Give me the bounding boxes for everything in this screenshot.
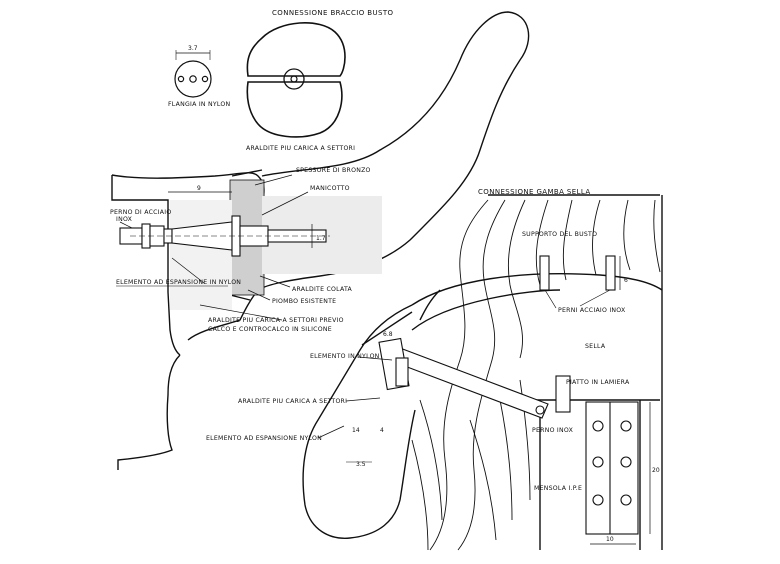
elemento-espansione-left-label: ELEMENTO AD ESPANSIONE IN NYLON [116,279,241,286]
connessione-braccio-title: CONNESSIONE BRACCIO BUSTO [272,9,394,17]
dim-1-7: 1.7 [316,235,326,242]
dimension-lines-left [168,191,313,248]
piatto-lamiera-label: PIATTO IN LAMIERA [566,379,630,386]
dim-9: 9 [197,185,201,192]
bust-supports [539,255,621,291]
saddle-contours [411,199,661,551]
leaders-left [119,174,309,321]
ipe-dimensions [590,402,651,545]
flangia-label: FLANGIA IN NYLON [168,101,231,108]
dim-20: 20 [652,467,660,474]
araldite-previo-label-2: CALCO E CONTROCALCO IN SILICONE [208,326,332,333]
leg-outline [302,194,663,550]
flangia-dim: 3.7 [188,45,198,52]
connessione-gamba-title: CONNESSIONE GAMBA SELLA [478,188,591,196]
dim-3-5: 3.5 [356,461,366,468]
manicotto-label: MANICOTTO [310,185,350,192]
steel-pin-assembly [119,215,330,257]
dim-6: 6 [624,277,628,284]
perni-acciaio-label: PERNI ACCIAIO INOX [558,307,626,314]
spessore-bronzo-label: SPESSORE DI BRONZO [296,167,371,174]
nylon-flange [174,50,212,98]
dim-10: 10 [606,536,614,543]
araldite-settori-top-label: ARALDITE PIU CARICA A SETTORI [246,145,355,152]
inox-pin-diagonal [378,337,571,419]
inox-label: INOX [116,216,133,223]
mensola-ipe-plate [585,401,639,535]
mensola-ipe-label: MENSOLA I.P.E [534,485,582,492]
dim-6-8: 6.8 [383,331,393,338]
dim-4: 4 [380,427,384,434]
arm-cross-section [246,22,346,138]
elemento-nylon-label: ELEMENTO IN NYLON [310,353,380,360]
araldite-settori-mid-label: ARALDITE PIU CARICA A SETTORI [238,398,347,405]
supporto-busto-label: SUPPORTO DEL BUSTO [522,231,597,238]
dim-14: 14 [352,427,360,434]
araldite-previo-label-1: ARALDITE PIU CARICA A SETTORI PREVIO [208,317,344,324]
perno-acciaio-label: PERNO DI ACCIAIO [110,209,171,216]
elemento-espansione-bottom-label: ELEMENTO AD ESPANSIONE NYLON [206,435,322,442]
perno-inox-label: PERNO INOX [532,427,574,434]
piombo-esistente-label: PIOMBO ESISTENTE [272,298,336,305]
sella-label: SELLA [585,343,606,350]
araldite-colata-label: ARALDITE COLATA [292,286,353,293]
